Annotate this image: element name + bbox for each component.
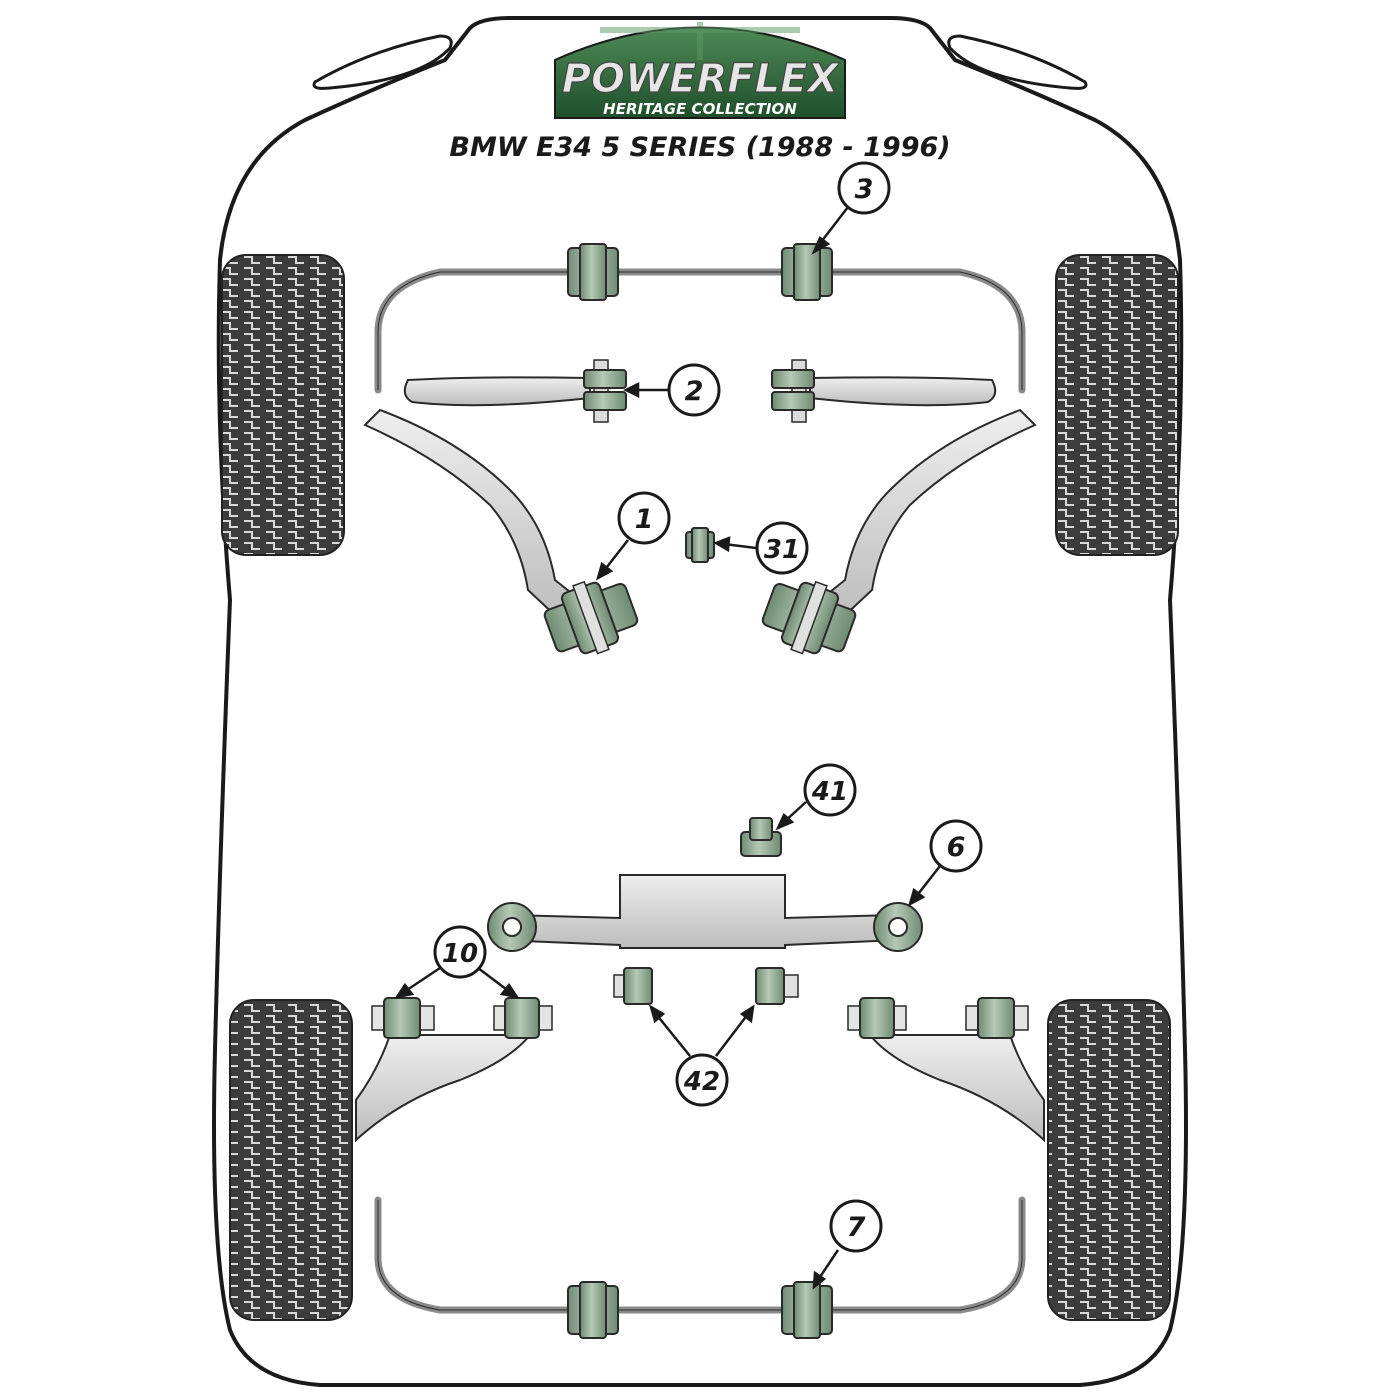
callout-31[interactable]: 31	[755, 521, 809, 575]
rear-left-tyre	[229, 999, 353, 1321]
bush-42-right	[755, 967, 799, 1005]
callout-42-label: 42	[683, 1067, 720, 1097]
front-left-tyre	[221, 254, 345, 556]
left-wishbone-bush	[543, 580, 639, 655]
callout-2[interactable]: 2	[667, 363, 721, 417]
car-body-outline	[212, 16, 1188, 1387]
callout-6-label: 6	[947, 832, 966, 863]
right-wishbone-bush	[761, 580, 857, 655]
left-tension-strut-bush	[583, 359, 627, 423]
right-rear-trailing-arm	[867, 1034, 1045, 1143]
callout-3[interactable]: 3	[837, 161, 891, 215]
callout-41-label: 41	[811, 777, 848, 807]
callout-7-label: 7	[847, 1212, 866, 1243]
callout-31-label: 31	[764, 535, 800, 565]
rear-arb-bush-left	[567, 1281, 619, 1339]
left-front-wishbone	[363, 408, 582, 622]
bush-31	[685, 527, 715, 563]
callout-10[interactable]: 10	[433, 925, 487, 979]
rear-arm-bush-right-outer	[965, 997, 1029, 1039]
right-tension-strut-bush	[771, 359, 815, 423]
callout-6[interactable]: 6	[929, 819, 983, 873]
callout-1[interactable]: 1	[617, 491, 671, 545]
callout-41[interactable]: 41	[803, 763, 857, 817]
logo-brand: POWERFLEX	[562, 56, 841, 102]
bush-42-left	[613, 967, 653, 1005]
callout-3-label: 3	[855, 174, 874, 205]
diagram-title: BMW E34 5 SERIES (1988 - 1996)	[449, 132, 950, 163]
left-rear-trailing-arm	[355, 1034, 533, 1143]
right-tension-strut	[809, 376, 997, 407]
rear-arb-bush-right	[781, 1281, 833, 1339]
bush-41	[740, 817, 782, 857]
leader-lines	[394, 206, 941, 1290]
left-mirror	[312, 34, 453, 90]
logo-collection: HERITAGE COLLECTION	[603, 100, 797, 118]
left-tension-strut	[403, 376, 591, 407]
callout-2-label: 2	[685, 376, 704, 407]
front-arb-bush-right	[781, 243, 833, 301]
rear-arm-bush-right-inner	[847, 997, 907, 1039]
callout-10-label: 10	[442, 939, 478, 969]
rear-arm-bush-left-outer	[371, 997, 435, 1039]
rear-diff-mount-right	[873, 902, 923, 952]
rear-right-tyre	[1047, 999, 1171, 1321]
front-arb-bush-left	[567, 243, 619, 301]
callout-1-label: 1	[635, 504, 654, 535]
front-right-tyre	[1055, 254, 1179, 556]
rear-arm-bush-left-inner	[493, 997, 553, 1039]
powerflex-logo: POWERFLEX HERITAGE COLLECTION	[554, 22, 846, 119]
callout-42[interactable]: 42	[675, 1053, 729, 1107]
rear-diff-mount-left	[487, 902, 537, 952]
callout-7[interactable]: 7	[829, 1199, 883, 1253]
right-mirror	[947, 34, 1088, 90]
right-front-wishbone	[818, 408, 1037, 622]
